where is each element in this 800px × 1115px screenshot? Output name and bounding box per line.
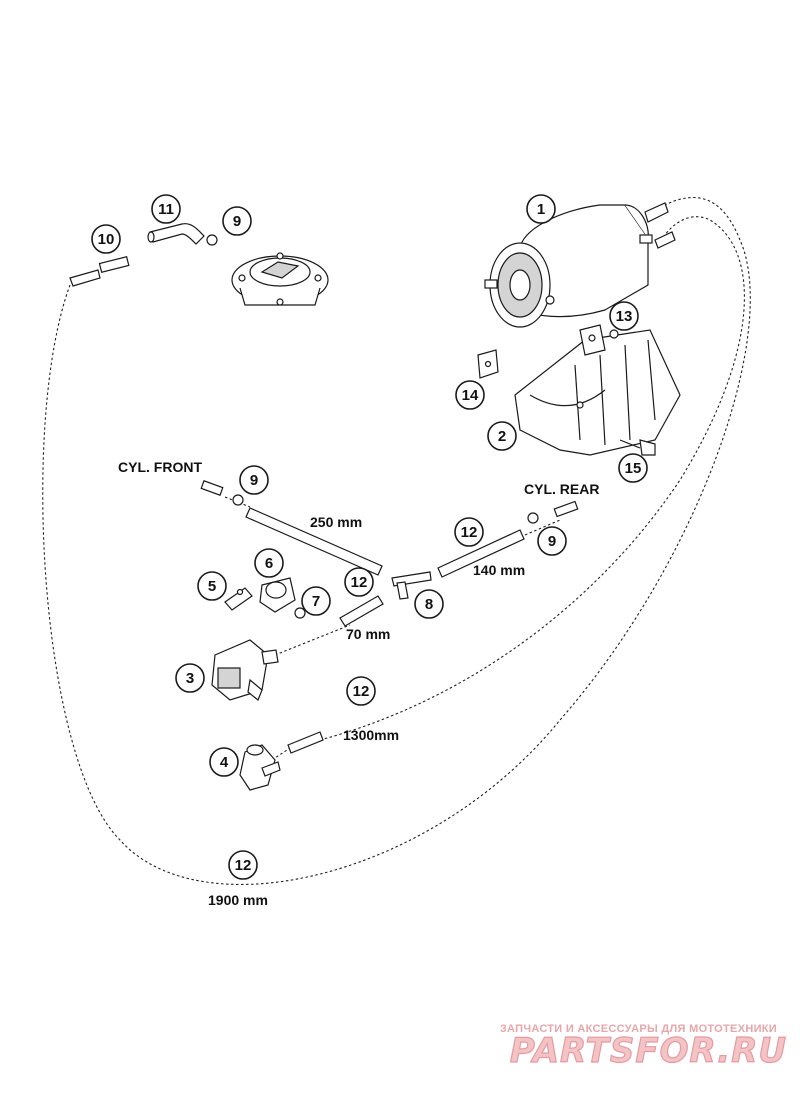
svg-text:4: 4 xyxy=(220,754,229,771)
callout-10: 10 xyxy=(91,224,121,254)
rear-fitting-part xyxy=(553,500,579,518)
svg-text:1: 1 xyxy=(537,201,545,218)
svg-text:10: 10 xyxy=(98,231,115,248)
watermark-logo: PARTSFOR.RU xyxy=(510,1031,787,1071)
callout-12-250: 12 xyxy=(344,567,374,597)
svg-text:9: 9 xyxy=(548,533,556,550)
hose-rear-route xyxy=(524,519,561,536)
callout-12-1900: 12 xyxy=(228,850,258,880)
svg-text:13: 13 xyxy=(616,308,633,325)
svg-text:5: 5 xyxy=(208,578,216,595)
plate-5-part xyxy=(224,587,253,611)
svg-text:6: 6 xyxy=(265,555,273,572)
callout-6: 6 xyxy=(254,548,284,578)
valve3-to-t xyxy=(274,624,351,656)
callout-15: 15 xyxy=(618,453,648,483)
purge-valve-3-part xyxy=(211,639,279,701)
t-connector-8-part xyxy=(391,571,432,600)
label-1900mm: 1900 mm xyxy=(208,892,268,908)
callout-2: 2 xyxy=(487,421,517,451)
label-140mm: 140 mm xyxy=(473,562,525,578)
valve4-to-1300 xyxy=(271,747,291,761)
svg-text:15: 15 xyxy=(625,460,642,477)
hose-140-part xyxy=(437,529,525,578)
callout-13: 13 xyxy=(609,301,639,331)
callout-14: 14 xyxy=(455,380,485,410)
callout-9-top: 9 xyxy=(222,206,252,236)
callout-1: 1 xyxy=(526,194,556,224)
canister-part xyxy=(484,202,676,328)
hose-70-part xyxy=(339,595,384,627)
bolt-15-part xyxy=(619,439,656,456)
label-1300mm: 1300mm xyxy=(343,727,399,743)
callout-5: 5 xyxy=(197,571,227,601)
fuel-cap-part xyxy=(231,252,329,306)
watermark-tagline: ЗАПЧАСТИ И АКСЕССУАРЫ ДЛЯ МОТОТЕХНИКИ xyxy=(500,1023,777,1035)
clip-14-part xyxy=(477,349,499,379)
label-cyl-front: CYL. FRONT xyxy=(118,459,202,475)
nut-13-part xyxy=(609,329,619,339)
watermark: ЗАПЧАСТИ И АКСЕССУАРЫ ДЛЯ МОТОТЕХНИКИ PA… xyxy=(500,1023,787,1072)
holder-6-part xyxy=(259,577,296,613)
hose-routes xyxy=(42,197,751,885)
hose-250-part xyxy=(245,507,383,576)
callout-7: 7 xyxy=(301,586,331,616)
svg-text:11: 11 xyxy=(158,201,174,218)
nut-7-part xyxy=(294,607,306,619)
nipple-10-part xyxy=(69,256,130,287)
front-fitting-part xyxy=(200,480,224,496)
svg-text:2: 2 xyxy=(498,428,506,445)
svg-text:12: 12 xyxy=(353,683,370,700)
elbow-hose-11-part xyxy=(147,223,205,245)
label-70mm: 70 mm xyxy=(346,626,390,642)
front-fitting-line xyxy=(224,496,251,508)
svg-text:12: 12 xyxy=(461,524,478,541)
callout-3: 3 xyxy=(175,663,205,693)
svg-text:7: 7 xyxy=(312,593,320,610)
label-cyl-rear: CYL. REAR xyxy=(524,481,599,497)
bracket-part xyxy=(514,324,681,456)
hose-1300-part xyxy=(287,731,324,754)
callout-8: 8 xyxy=(414,589,444,619)
valve-4-part xyxy=(239,744,281,791)
callout-12-1300: 12 xyxy=(346,676,376,706)
svg-text:12: 12 xyxy=(351,574,368,591)
svg-text:14: 14 xyxy=(462,387,479,404)
hose-1900-route xyxy=(42,197,751,885)
callout-11: 11 xyxy=(151,194,181,224)
clamp-9-parts xyxy=(206,234,539,524)
svg-text:9: 9 xyxy=(250,472,258,489)
callout-9-front: 9 xyxy=(239,465,269,495)
callout-9-rear: 9 xyxy=(537,526,567,556)
svg-text:12: 12 xyxy=(235,857,252,874)
callout-4: 4 xyxy=(209,747,239,777)
svg-text:9: 9 xyxy=(233,213,241,230)
svg-text:3: 3 xyxy=(186,670,194,687)
hose-1300-route xyxy=(319,216,745,741)
label-250mm: 250 mm xyxy=(310,514,362,530)
callout-12-140: 12 xyxy=(454,517,484,547)
svg-text:8: 8 xyxy=(425,596,433,613)
